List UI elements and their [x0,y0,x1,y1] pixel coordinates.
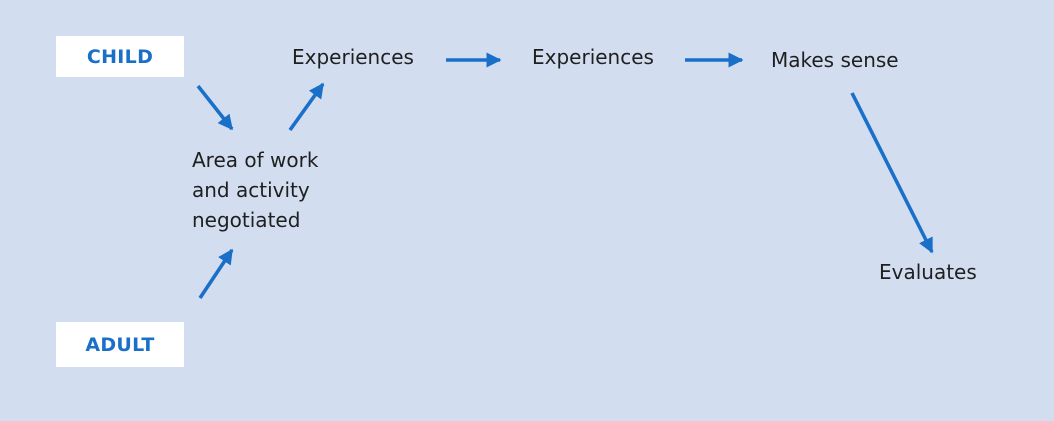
arrow-makes-sense-to-evaluates [850,92,934,254]
experiences-first-label: Experiences [292,45,414,69]
makes-sense-label: Makes sense [771,48,899,72]
area-negotiated-label: Area of work and activity negotiated [192,145,318,235]
adult-label: ADULT [85,333,155,356]
area-line-1: Area of work [192,148,319,172]
experiences-second-label: Experiences [532,45,654,69]
child-box: CHILD [56,36,184,77]
area-line-2: and activity [192,178,310,202]
area-line-3: negotiated [192,208,301,232]
arrow-area-to-experiences [288,82,325,132]
adult-box: ADULT [56,322,184,367]
arrow-adult-to-area [198,248,234,299]
child-label: CHILD [86,45,154,68]
arrow-child-to-area [196,84,234,131]
evaluates-label: Evaluates [879,260,977,284]
